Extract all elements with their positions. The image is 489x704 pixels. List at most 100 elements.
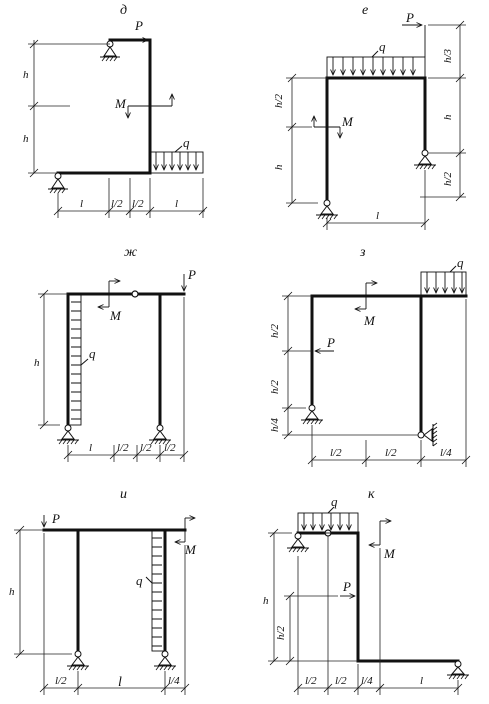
panel-z-moment-m — [355, 283, 377, 309]
panel-i-dim-h1: h — [9, 586, 15, 598]
panel-zh: ж q P — [34, 245, 196, 462]
panel-e-label-q: q — [379, 39, 386, 54]
panel-z-label-m: M — [363, 313, 376, 328]
panel-d-dims-vertical — [28, 39, 110, 178]
panel-zh-label-q: q — [89, 346, 96, 361]
panel-zh-hinge — [131, 290, 139, 298]
panel-e-label-p: P — [405, 10, 414, 25]
panel-k-pin-support-left — [287, 532, 309, 553]
panel-d-distributed-load-q — [149, 145, 204, 174]
panel-i-dim-b2: l — [118, 675, 122, 690]
panel-zh-pin-support-left — [57, 424, 79, 445]
panel-z: з q — [269, 245, 471, 467]
panel-i-label-m: M — [184, 542, 197, 557]
panel-e-frame — [325, 76, 427, 202]
panel-i-pin-support-right — [154, 650, 176, 671]
panel-d-dim-b1: l — [80, 198, 83, 210]
panel-d: д P M — [23, 3, 208, 218]
panel-k: к q — [263, 487, 469, 695]
panel-e-dims-bottom — [322, 170, 430, 230]
panel-e-dim-r2: h — [442, 114, 454, 120]
panel-d-dim-h2: h — [23, 133, 29, 145]
panel-zh-frame-left — [66, 292, 186, 427]
panel-k-label-p: P — [342, 579, 351, 594]
panel-i-dims-vertical — [14, 525, 72, 659]
panel-zh-label-m: M — [109, 308, 122, 323]
panel-k-title: к — [368, 487, 375, 502]
panel-e-dim-l1: h/2 — [273, 93, 285, 108]
panel-e-dim-l2: h — [273, 164, 285, 170]
panel-k-dim-h1: h — [263, 595, 269, 607]
panel-z-distributed-load-q — [420, 265, 467, 297]
panel-d-title: д — [120, 3, 127, 18]
panel-d-pin-support-top — [100, 40, 120, 62]
panel-d-dim-h1: h — [23, 69, 29, 81]
panel-i-dim-b3: l/4 — [168, 675, 180, 687]
panel-zh-label-p: P — [187, 267, 196, 282]
panel-z-dim-h2: h/2 — [269, 379, 281, 394]
panel-zh-moment-m — [98, 281, 120, 307]
panel-z-dim-b1: l/2 — [330, 447, 342, 459]
panel-e-dim-b1: l — [376, 210, 379, 222]
panel-z-dim-b2: l/2 — [385, 447, 397, 459]
panel-i-pin-support-left — [67, 650, 89, 671]
panel-e-pin-support-left — [316, 199, 338, 220]
panel-k-moment-m — [369, 521, 391, 545]
panel-z-dims-horizontal — [307, 299, 471, 467]
panel-d-dim-b2: l/2 — [111, 198, 123, 210]
panel-d-dim-b3: l/2 — [132, 198, 144, 210]
panel-z-pin-support-left — [301, 404, 323, 425]
panel-d-label-m: M — [114, 96, 127, 111]
panel-e-dim-r1: h/3 — [442, 48, 454, 63]
panel-zh-dim-h1: h — [34, 357, 40, 369]
panel-k-dim-b1: l/2 — [305, 675, 317, 687]
panel-i-dims-horizontal — [39, 533, 190, 695]
panel-k-dim-h2: h/2 — [275, 625, 287, 640]
panel-k-dim-b3: l/4 — [361, 675, 373, 687]
panel-z-pin-support-right — [417, 422, 438, 447]
panel-zh-title: ж — [124, 245, 137, 260]
panel-d-dim-b4: l — [175, 198, 178, 210]
panel-zh-dim-b1: l — [89, 442, 92, 454]
panel-k-dims-horizontal — [293, 536, 463, 695]
panel-z-frame-top — [310, 294, 468, 407]
panel-d-frame — [56, 38, 152, 175]
panel-z-title: з — [359, 245, 366, 260]
panel-d-pin-support-bottom — [48, 172, 68, 194]
panel-i: и q P M — [9, 487, 197, 695]
panel-i-label-p: P — [51, 511, 60, 526]
panel-zh-dim-b4: l/2 — [164, 442, 176, 454]
panel-z-dims-vertical — [282, 291, 418, 440]
panel-z-dim-h1: h/2 — [269, 323, 281, 338]
panel-zh-dims-horizontal — [63, 297, 189, 462]
panel-k-label-m: M — [383, 546, 396, 561]
panel-d-label-q: q — [183, 135, 190, 150]
panel-e: е q — [273, 3, 466, 230]
panel-zh-pin-support-right — [149, 424, 171, 445]
panel-e-dims-right — [420, 20, 466, 202]
panel-e-distributed-load-q — [326, 50, 426, 79]
panel-d-dims-horizontal — [53, 178, 208, 218]
panel-zh-distributed-load-q — [67, 293, 89, 426]
panel-zh-dims-vertical — [38, 289, 68, 430]
panel-z-dim-h3: h/4 — [269, 417, 281, 432]
panel-k-dim-b2: l/2 — [335, 675, 347, 687]
panel-zh-dim-b2: l/2 — [117, 442, 129, 454]
panel-i-distributed-load-q — [145, 529, 166, 652]
panel-i-label-q: q — [136, 573, 143, 588]
panel-e-title: е — [362, 3, 368, 18]
panel-k-dims-vertical — [268, 528, 358, 666]
panel-d-label-p: P — [134, 18, 143, 33]
panel-z-label-q: q — [457, 255, 464, 270]
panel-i-dim-b1: l/2 — [55, 675, 67, 687]
panel-e-label-m: M — [341, 114, 354, 129]
panel-e-dims-left — [286, 73, 327, 208]
panel-k-distributed-load-q — [297, 506, 359, 534]
panel-z-label-p: P — [326, 335, 335, 350]
panel-e-moment-m — [314, 116, 340, 138]
panel-k-dim-b4: l — [420, 675, 423, 687]
panel-k-label-q: q — [331, 494, 338, 509]
panel-d-moment-m — [128, 94, 172, 118]
